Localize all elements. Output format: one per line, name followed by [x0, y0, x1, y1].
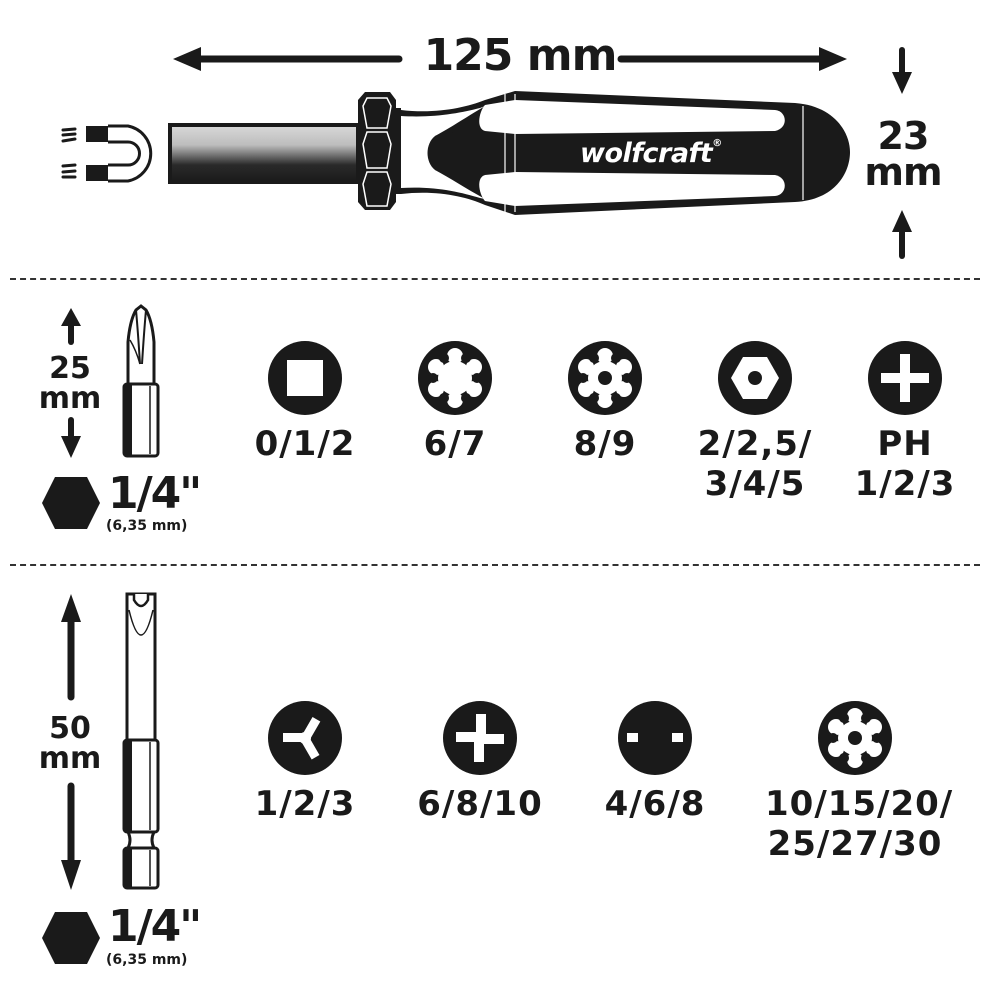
- bit-size-label: 4/6/8: [604, 784, 706, 824]
- section-divider-2: [10, 564, 980, 566]
- shank-size-label: 1/4": [108, 901, 202, 952]
- brand-logo: wolfcraft®: [580, 138, 722, 169]
- short-bit-illustration: [122, 304, 160, 458]
- bit-torq-set: 6/8/10: [390, 700, 570, 824]
- hex-tamper-icon: [718, 341, 792, 415]
- length-arrow-left-icon: [173, 47, 403, 71]
- shank-metric-label: (6,35 mm): [106, 952, 188, 968]
- length-arrow-right-icon: [617, 47, 847, 71]
- bit-phillips: PH 1/2/3: [815, 340, 995, 504]
- shank-metric-label: (6,35 mm): [106, 518, 188, 534]
- square-drive-icon: [268, 341, 342, 415]
- bit-size-label: 10/15/20/ 25/27/30: [765, 784, 954, 864]
- length-label: 125 mm: [423, 30, 618, 81]
- diameter-value: 23: [877, 114, 930, 158]
- length-arrow-up-icon: [61, 308, 81, 345]
- diameter-label: 23 mm: [855, 114, 951, 194]
- screwdriver-shaft: [168, 123, 360, 184]
- brand-name: wolfcraft: [580, 138, 713, 169]
- diameter-arrow-up-icon: [892, 210, 912, 259]
- torx-tamper-icon: [568, 341, 642, 415]
- bit-torx-tamper: 8/9: [515, 340, 695, 464]
- screwdriver-handle: [358, 91, 850, 215]
- torx-icon: [418, 341, 492, 415]
- bit-hex-tamper: 2/2,5/ 3/4/5: [665, 340, 845, 504]
- length-arrow-up-icon: [61, 594, 81, 701]
- bit-torx-tamper-long: 10/15/20/ 25/27/30: [765, 700, 954, 864]
- long-bit-length-unit: mm: [38, 741, 102, 776]
- long-bit-illustration: [122, 592, 160, 890]
- bit-torx: 6/7: [365, 340, 545, 464]
- hex-shank-icon: [42, 477, 100, 529]
- length-arrow-down-icon: [61, 782, 81, 890]
- tri-wing-icon: [268, 701, 342, 775]
- short-bit-length-unit: mm: [38, 381, 102, 416]
- bit-size-label: 2/2,5/ 3/4/5: [697, 424, 813, 504]
- phillips-icon: [868, 341, 942, 415]
- shank-size-label: 1/4": [108, 468, 202, 519]
- bit-size-label: 0/1/2: [254, 424, 356, 464]
- diameter-arrow-down-icon: [892, 47, 912, 94]
- bit-size-label: 6/7: [423, 424, 487, 464]
- bit-size-label: 8/9: [573, 424, 637, 464]
- magnet-icon: [61, 124, 153, 183]
- bit-size-label: 1/2/3: [254, 784, 356, 824]
- short-bit-length-label: 25 mm: [30, 354, 110, 414]
- bit-size-label: PH 1/2/3: [854, 424, 956, 504]
- bit-tri-wing: 1/2/3: [215, 700, 395, 824]
- long-bit-length-value: 50: [49, 711, 91, 746]
- registered-mark: ®: [712, 138, 722, 149]
- bit-spanner: 4/6/8: [565, 700, 745, 824]
- length-arrow-down-icon: [61, 417, 81, 458]
- hex-shank-icon: [42, 912, 100, 964]
- bit-size-label: 6/8/10: [417, 784, 543, 824]
- two-pin-spanner-icon: [618, 701, 692, 775]
- section-divider-1: [10, 278, 980, 280]
- long-bit-length-label: 50 mm: [30, 714, 110, 774]
- diameter-unit: mm: [864, 150, 942, 194]
- torx-tamper-icon: [818, 701, 892, 775]
- torq-set-icon: [443, 701, 517, 775]
- bit-square: 0/1/2: [215, 340, 395, 464]
- short-bit-length-value: 25: [49, 351, 91, 386]
